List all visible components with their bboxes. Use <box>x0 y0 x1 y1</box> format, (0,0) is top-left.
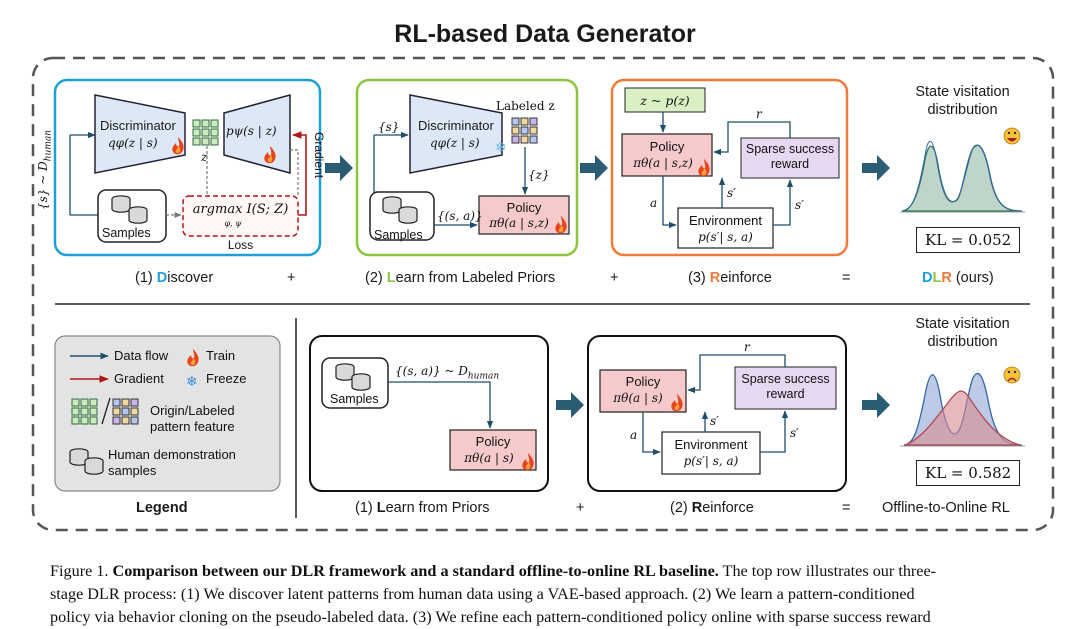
sprime-label-2: s′ <box>795 198 804 212</box>
a-label: a <box>650 196 658 210</box>
visitation-heading: State visitation distribution <box>915 84 1010 118</box>
discriminator-label: Discriminator <box>100 118 176 133</box>
data-distribution-label: {s} ~ Dhuman <box>36 129 54 210</box>
z-label: z <box>201 150 208 164</box>
equals-operator: = <box>842 270 851 286</box>
policy-equation: πθ(a | s,z) <box>633 156 693 170</box>
kl-value: KL = 0.052 <box>916 227 1021 253</box>
reward-label: Sparse success reward <box>745 142 835 171</box>
data-distribution-label: {(s, a)} ~ Dhuman <box>395 364 500 382</box>
discriminator-trapezoid <box>409 94 503 174</box>
legend-pattern: Origin/Labeled pattern feature <box>150 403 235 434</box>
prior-box <box>624 87 706 113</box>
policy-equation: πθ(a | s,z) <box>489 216 549 230</box>
environment-equation: p(s′| s, a) <box>698 230 753 244</box>
stage-reinforce-label: (3) Reinforce <box>688 270 772 286</box>
policy-label: Policy <box>506 200 542 215</box>
figure-caption: Figure 1. Comparison between our DLR fra… <box>50 562 937 626</box>
labeled-z-label: Labeled z <box>496 99 555 113</box>
policy-equation: πθ(a | s) <box>464 451 514 465</box>
labeled-z-grid-icon <box>511 117 538 144</box>
bottom-learn-panel <box>309 335 549 492</box>
policy-curve <box>904 390 1021 446</box>
diagram-canvas: ❄ ❄ <box>31 56 1055 532</box>
s-set-label: {s} <box>378 120 400 134</box>
reward-box <box>734 366 837 410</box>
loss-subscript: φ, ψ <box>224 219 242 228</box>
r-label: r <box>744 340 750 354</box>
kl-value: KL = 0.582 <box>916 460 1021 486</box>
sad-face-icon <box>1003 366 1021 384</box>
reward-box <box>740 137 840 179</box>
sprime-label-2: s′ <box>790 426 799 440</box>
sprime-label: s′ <box>710 414 719 428</box>
loss-equation: argmax I(S; Z) <box>192 202 289 217</box>
happy-face-icon <box>1003 127 1021 145</box>
environment-box <box>677 207 774 249</box>
learn-panel <box>355 78 579 257</box>
sa-set-label: {(s, a)} <box>437 209 483 223</box>
dlr-name: DLR (ours) <box>922 270 994 286</box>
z-set-label: {z} <box>528 168 550 182</box>
plus-operator: + <box>287 270 296 286</box>
page-title: RL-based Data Generator <box>394 20 696 48</box>
a-label: a <box>630 428 638 442</box>
discriminator-trapezoid <box>94 94 186 174</box>
policy-label: Policy <box>475 434 511 449</box>
discriminator-equation: qφ(z | s) <box>430 136 480 150</box>
block-arrow <box>325 155 890 418</box>
baseline-name: Offline-to-Online RL <box>882 500 1010 516</box>
legend-train: Train <box>206 348 236 363</box>
samples-label: Samples <box>374 228 423 242</box>
outer-dashed-frame <box>31 56 1055 532</box>
discover-panel <box>53 78 322 257</box>
legend-human: Human demonstration samples <box>108 447 236 478</box>
policy-label: Policy <box>625 374 661 389</box>
loss-label: Loss <box>227 238 254 252</box>
plus-operator: + <box>576 500 585 516</box>
stage-learn-priors-label: (1) Learn from Priors <box>355 500 490 516</box>
stage-learn-label: (2) Learn from Labeled Priors <box>365 270 556 286</box>
environment-equation: p(s′| s, a) <box>683 454 739 468</box>
reinforce-panel <box>610 78 849 257</box>
snowflake-icon: ❄ <box>186 373 198 389</box>
visitation-heading: State visitation distribution <box>915 316 1010 350</box>
environment-box <box>661 431 761 475</box>
reward-label: Sparse success reward <box>741 372 830 401</box>
legend-box <box>54 335 281 492</box>
stage-reinforce-label: (2) Reinforce <box>670 500 754 516</box>
snowflake-icon: ❄ <box>495 139 507 155</box>
policy-box <box>478 195 570 235</box>
labeled-grid-icon <box>112 398 139 425</box>
policy-box <box>449 429 537 471</box>
stage-discover-label: (1) Discover <box>135 270 214 286</box>
samples-label: Samples <box>330 392 379 406</box>
plus-operator: + <box>610 270 619 286</box>
pattern-grid-icon <box>71 398 98 425</box>
discriminator-label: Discriminator <box>418 118 494 133</box>
decoder-equation: pψ(s | z) <box>226 124 277 138</box>
environment-label: Environment <box>674 437 748 452</box>
legend-freeze: Freeze <box>206 371 247 386</box>
policy-box <box>621 133 713 177</box>
equals-operator: = <box>842 500 851 516</box>
loss-box <box>182 195 299 237</box>
prior-equation: z ~ p(z) <box>640 93 690 108</box>
r-label: r <box>756 107 762 121</box>
bottom-reinforce-panel <box>587 335 847 492</box>
samples-label: Samples <box>102 226 151 240</box>
legend-title: Legend <box>136 500 188 516</box>
legend-gradient: Gradient <box>114 371 164 386</box>
policy-label: Policy <box>649 139 685 154</box>
legend-data-flow: Data flow <box>114 348 169 363</box>
discriminator-equation: qφ(z | s) <box>108 136 158 150</box>
gradient-label: Gradient <box>312 132 326 179</box>
sprime-label: s′ <box>727 186 736 200</box>
environment-label: Environment <box>689 213 762 228</box>
policy-equation: πθ(a | s) <box>613 391 663 405</box>
z-grid-icon <box>192 119 219 146</box>
